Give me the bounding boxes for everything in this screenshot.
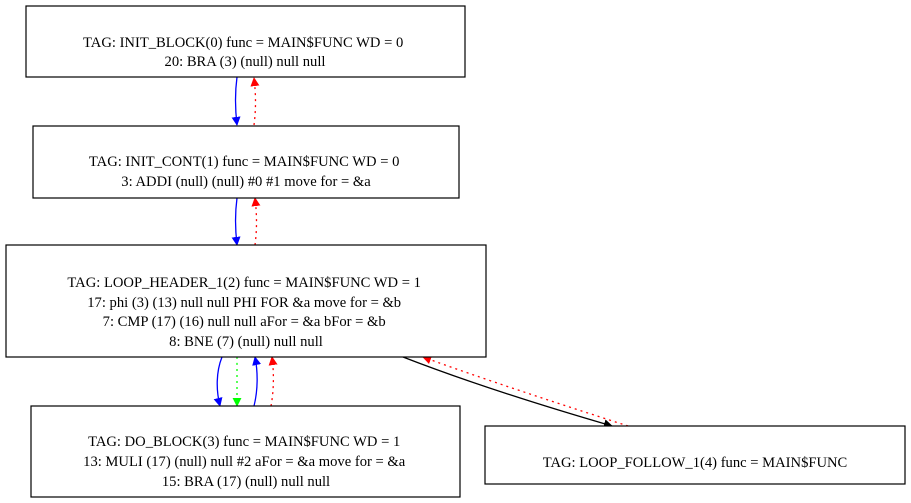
node-do-block-line-3: 15: BRA (17) (null) null null bbox=[162, 474, 330, 490]
node-init-cont-line-1: TAG: INIT_CONT(1) func = MAIN$FUNC WD = … bbox=[89, 154, 400, 170]
node-loop-header-line-1: TAG: LOOP_HEADER_1(2) func = MAIN$FUNC W… bbox=[67, 275, 421, 291]
edge-init-block-to-init-cont bbox=[231, 76, 241, 126]
edges bbox=[213, 76, 629, 429]
node-loop-follow[interactable]: TAG: LOOP_FOLLOW_1(4) func = MAIN$FUNC bbox=[484, 425, 906, 485]
node-init-block[interactable]: TAG: INIT_BLOCK(0) func = MAIN$FUNC WD =… bbox=[25, 5, 466, 78]
svg-text:TAG: DO_BLOCK(3) func = MAIN$: TAG: DO_BLOCK(3) func = MAIN$FUNC WD = 1… bbox=[83, 434, 409, 490]
node-init-cont-line-2: 3: ADDI (null) (null) #0 #1 move for = &… bbox=[121, 174, 371, 190]
edge-init-cont-to-init-block-dotted bbox=[250, 77, 260, 126]
node-init-block-line-2: 20: BRA (3) (null) null null bbox=[165, 54, 326, 70]
node-init-cont[interactable]: TAG: INIT_CONT(1) func = MAIN$FUNC WD = … bbox=[32, 125, 460, 199]
node-do-block[interactable]: TAG: DO_BLOCK(3) func = MAIN$FUNC WD = 1… bbox=[30, 405, 461, 498]
svg-text:TAG: LOOP_HEADER_1(2) func =: TAG: LOOP_HEADER_1(2) func = MAIN$FUNC W… bbox=[67, 275, 424, 350]
node-loop-follow-line-1: TAG: LOOP_FOLLOW_1(4) func = MAIN$FUNC bbox=[543, 455, 848, 471]
edge-loop-header-to-init-cont-dotted bbox=[251, 197, 261, 246]
svg-text:TAG: INIT_CONT(1) func = MAIN: TAG: INIT_CONT(1) func = MAIN$FUNC WD = … bbox=[89, 154, 403, 190]
node-loop-header-line-3: 7: CMP (17) (16) null null aFor = &a bFo… bbox=[103, 314, 386, 330]
svg-text:TAG: LOOP_FOLLOW_1(4) func =: TAG: LOOP_FOLLOW_1(4) func = MAIN$FUNC bbox=[543, 455, 848, 471]
node-do-block-line-1: TAG: DO_BLOCK(3) func = MAIN$FUNC WD = 1 bbox=[88, 434, 400, 450]
node-init-block-line-1: TAG: INIT_BLOCK(0) func = MAIN$FUNC WD =… bbox=[83, 35, 403, 51]
edge-loop-header-to-loop-follow bbox=[402, 356, 613, 429]
edge-loop-follow-to-loop-header-dotted bbox=[422, 355, 629, 427]
node-do-block-line-2: 13: MULI (17) (null) null #2 aFor = &a m… bbox=[83, 454, 406, 470]
edge-init-cont-to-loop-header bbox=[231, 197, 241, 246]
node-loop-header[interactable]: TAG: LOOP_HEADER_1(2) func = MAIN$FUNC W… bbox=[5, 244, 487, 358]
edge-loop-header-to-do-block bbox=[213, 356, 223, 407]
node-loop-header-line-4: 8: BNE (7) (null) null null bbox=[169, 334, 323, 350]
node-loop-header-line-2: 17: phi (3) (13) null null PHI FOR &a mo… bbox=[87, 295, 401, 311]
svg-text:TAG: INIT_BLOCK(0) func = MAI: TAG: INIT_BLOCK(0) func = MAIN$FUNC WD =… bbox=[83, 35, 407, 70]
edge-do-block-to-loop-header-dotted bbox=[268, 356, 278, 407]
edge-do-block-to-loop-header bbox=[252, 356, 261, 407]
